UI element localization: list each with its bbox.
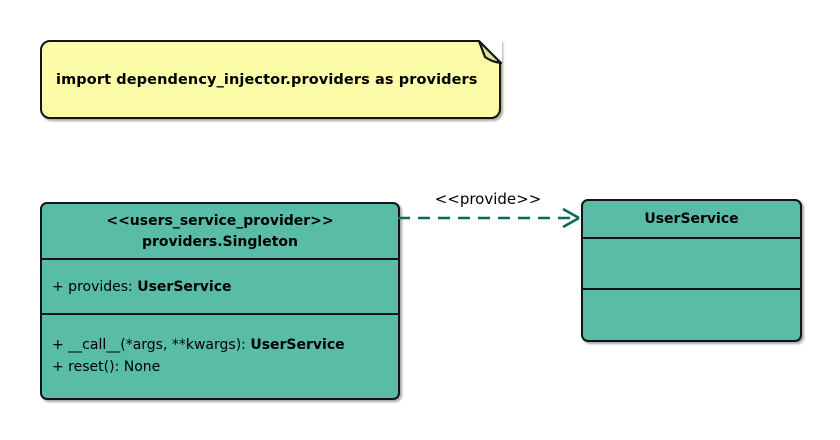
method-row: + __call__(*args, **kwargs): UserService bbox=[52, 337, 345, 353]
provide-arrow-label: <<provide>> bbox=[434, 190, 542, 208]
attribute-row: + provides: UserService bbox=[52, 278, 232, 295]
import-note-text: import dependency_injector.providers as … bbox=[56, 71, 478, 88]
method-row: + reset(): None bbox=[52, 359, 161, 375]
methods-compartment: + __call__(*args, **kwargs): UserService… bbox=[42, 313, 398, 398]
class-name: providers.Singleton bbox=[142, 234, 298, 250]
attributes-compartment: + provides: UserService bbox=[42, 258, 398, 313]
class-users-service-provider: <<users_service_provider>> providers.Sin… bbox=[40, 202, 400, 400]
attributes-compartment-empty bbox=[583, 237, 800, 288]
provide-arrow bbox=[398, 207, 580, 229]
class-stereotype: <<users_service_provider>> bbox=[106, 213, 334, 229]
class-header: <<users_service_provider>> providers.Sin… bbox=[42, 204, 398, 258]
methods-compartment-empty bbox=[583, 288, 800, 340]
class-header: UserService bbox=[583, 201, 800, 237]
import-note: import dependency_injector.providers as … bbox=[40, 39, 502, 119]
class-user-service: UserService bbox=[581, 199, 802, 342]
class-name: UserService bbox=[644, 211, 739, 227]
note-fold-icon bbox=[477, 39, 502, 64]
